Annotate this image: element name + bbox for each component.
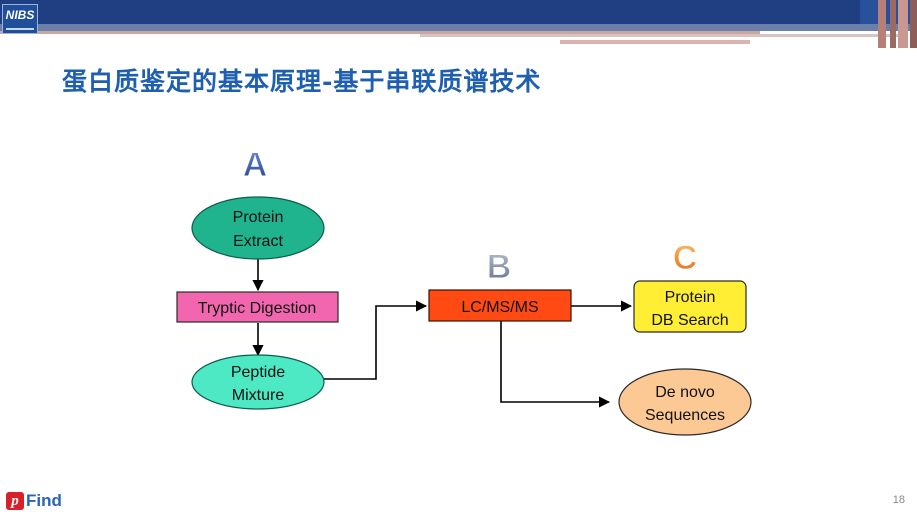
- node-tryptic-digestion-label: Tryptic Digestion: [198, 300, 317, 317]
- node-de-novo-sequences-line2: Sequences: [645, 407, 725, 424]
- pfind-logo-badge: p: [6, 492, 24, 510]
- node-protein-extract-line1: Protein: [233, 209, 284, 226]
- node-tryptic-digestion: Tryptic Digestion: [176, 291, 339, 323]
- node-peptide-mixture: Peptide Mixture: [191, 354, 325, 410]
- page-number: 18: [892, 494, 905, 506]
- node-lcmsms: LC/MS/MS: [428, 289, 572, 322]
- node-protein-db-search-line2: DB Search: [651, 312, 728, 329]
- node-de-novo-sequences-shape: [618, 368, 752, 436]
- node-protein-db-search-line1: Protein: [665, 289, 716, 306]
- node-peptide-mixture-line1: Peptide: [231, 364, 285, 381]
- section-letter-c: C: [673, 239, 698, 277]
- node-protein-extract-line2: Extract: [233, 233, 283, 250]
- node-lcmsms-label: LC/MS/MS: [461, 299, 538, 316]
- pfind-logo: p Find: [6, 490, 62, 512]
- pfind-logo-word: Find: [26, 491, 62, 510]
- header-bar: [0, 0, 917, 48]
- section-letter-b: B: [487, 248, 512, 286]
- node-protein-extract: Protein Extract: [191, 196, 325, 260]
- node-de-novo-sequences: De novo Sequences: [618, 368, 752, 436]
- node-peptide-mixture-shape: [191, 354, 325, 410]
- node-protein-extract-shape: [191, 196, 325, 260]
- edge-lcmsms-to-de-novo: [500, 321, 611, 408]
- node-peptide-mixture-line2: Mixture: [232, 387, 285, 404]
- node-de-novo-sequences-line1: De novo: [655, 384, 715, 401]
- edge-mixture-to-lcmsms: [324, 300, 428, 380]
- slide-title: 蛋白质鉴定的基本原理-基于串联质谱技术: [62, 67, 542, 96]
- nibs-logo: NIBS: [2, 4, 38, 34]
- node-lcmsms-shape: [428, 289, 572, 322]
- node-protein-db-search-shape: [633, 280, 747, 333]
- node-tryptic-digestion-shape: [176, 291, 339, 323]
- section-letter-a: A: [243, 146, 268, 184]
- node-protein-db-search: Protein DB Search: [633, 280, 747, 333]
